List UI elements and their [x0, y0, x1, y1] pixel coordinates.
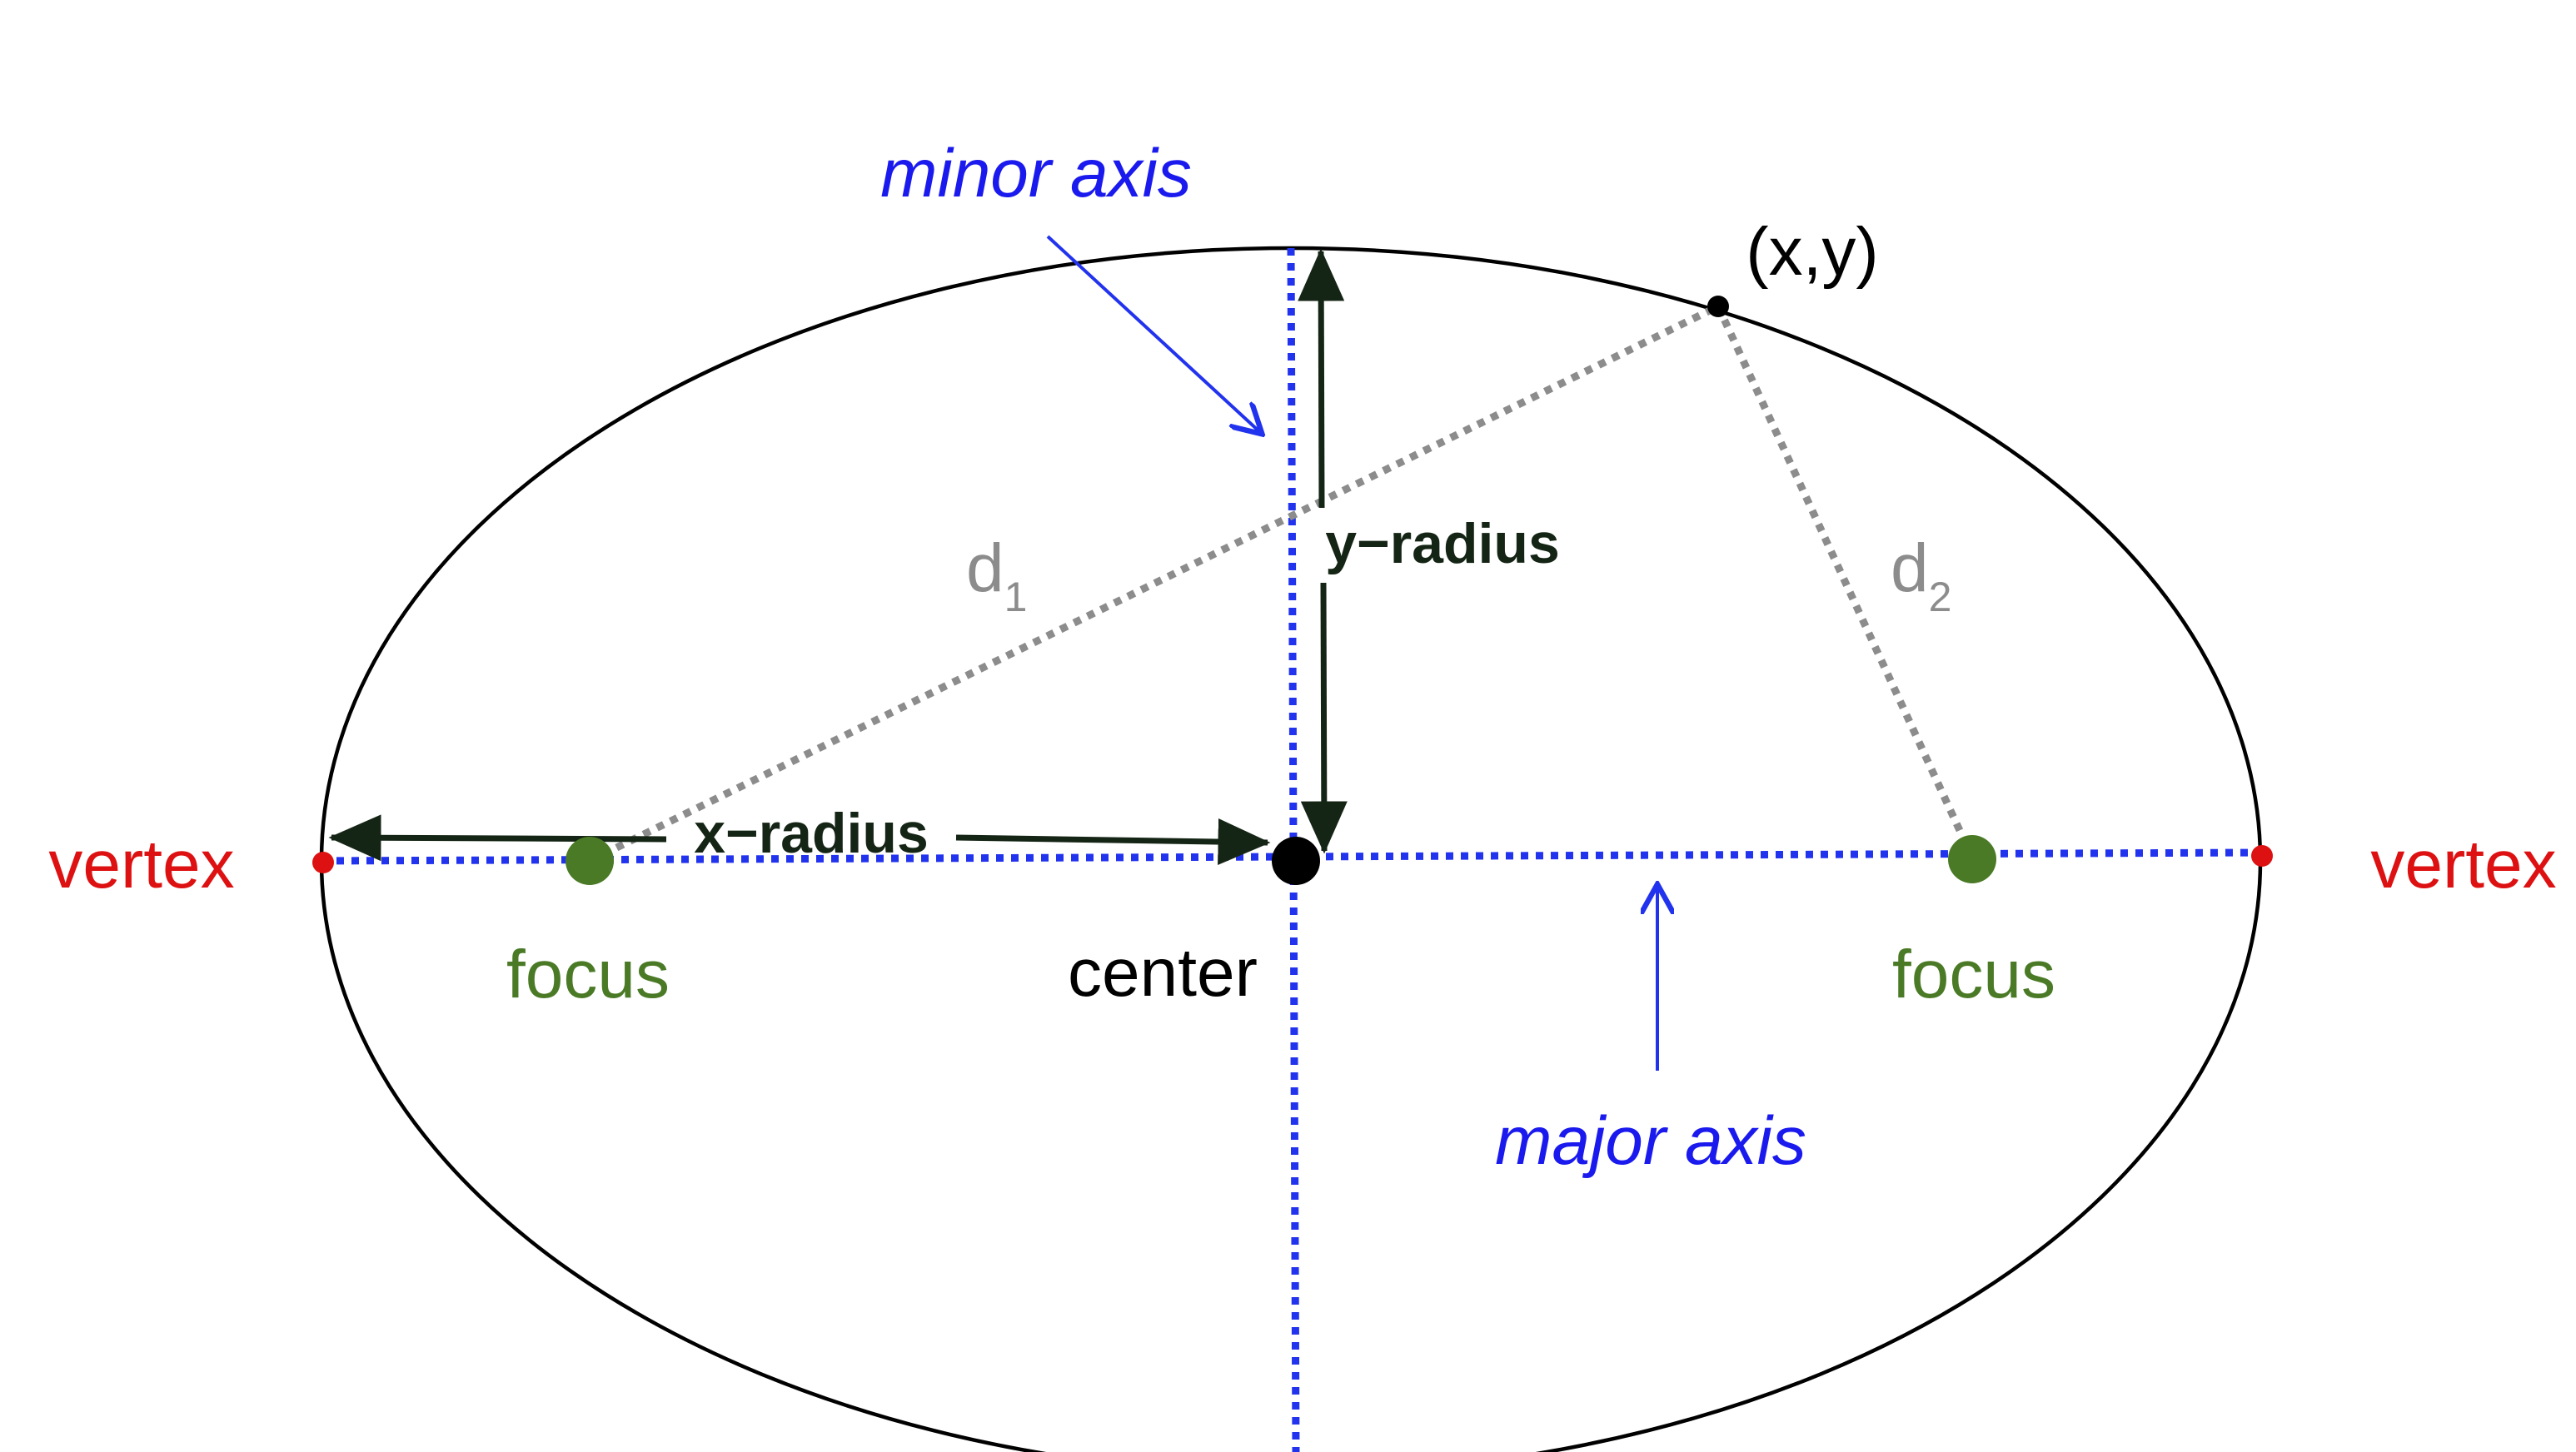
focus-left-dot: [566, 837, 614, 885]
focus-right-dot: [1948, 835, 1996, 883]
point-xy-dot: [1707, 296, 1729, 317]
y-radius-arrow-lower: [1300, 582, 1348, 854]
x-radius-label: x−radius: [694, 802, 929, 865]
vertex-right-label: vertex: [2370, 827, 2556, 903]
point-xy-label: (x,y): [1746, 214, 1878, 290]
center-dot: [1272, 837, 1320, 885]
vertex-right-dot: [2251, 845, 2273, 867]
d2-line: [1714, 305, 1976, 859]
focus-left-label: focus: [506, 937, 670, 1012]
x-radius-arrow-right: [955, 818, 1271, 866]
y-radius-arrow-upper: [1298, 248, 1345, 509]
minor-axis-label: minor axis: [880, 136, 1192, 211]
y-radius-label: y−radius: [1325, 512, 1560, 575]
d1-label: d1: [966, 530, 1027, 620]
vertex-left-label: vertex: [48, 827, 234, 903]
center-label: center: [1068, 935, 1258, 1011]
d1-line: [588, 302, 1720, 865]
d2-label: d2: [1891, 530, 1951, 620]
focus-right-label: focus: [1892, 937, 2055, 1012]
x-radius-arrow-left: [328, 814, 667, 862]
minor-axis-pointer-arrow: [1046, 235, 1261, 433]
vertex-left-dot: [312, 852, 334, 873]
major-axis-label: major axis: [1495, 1103, 1806, 1179]
